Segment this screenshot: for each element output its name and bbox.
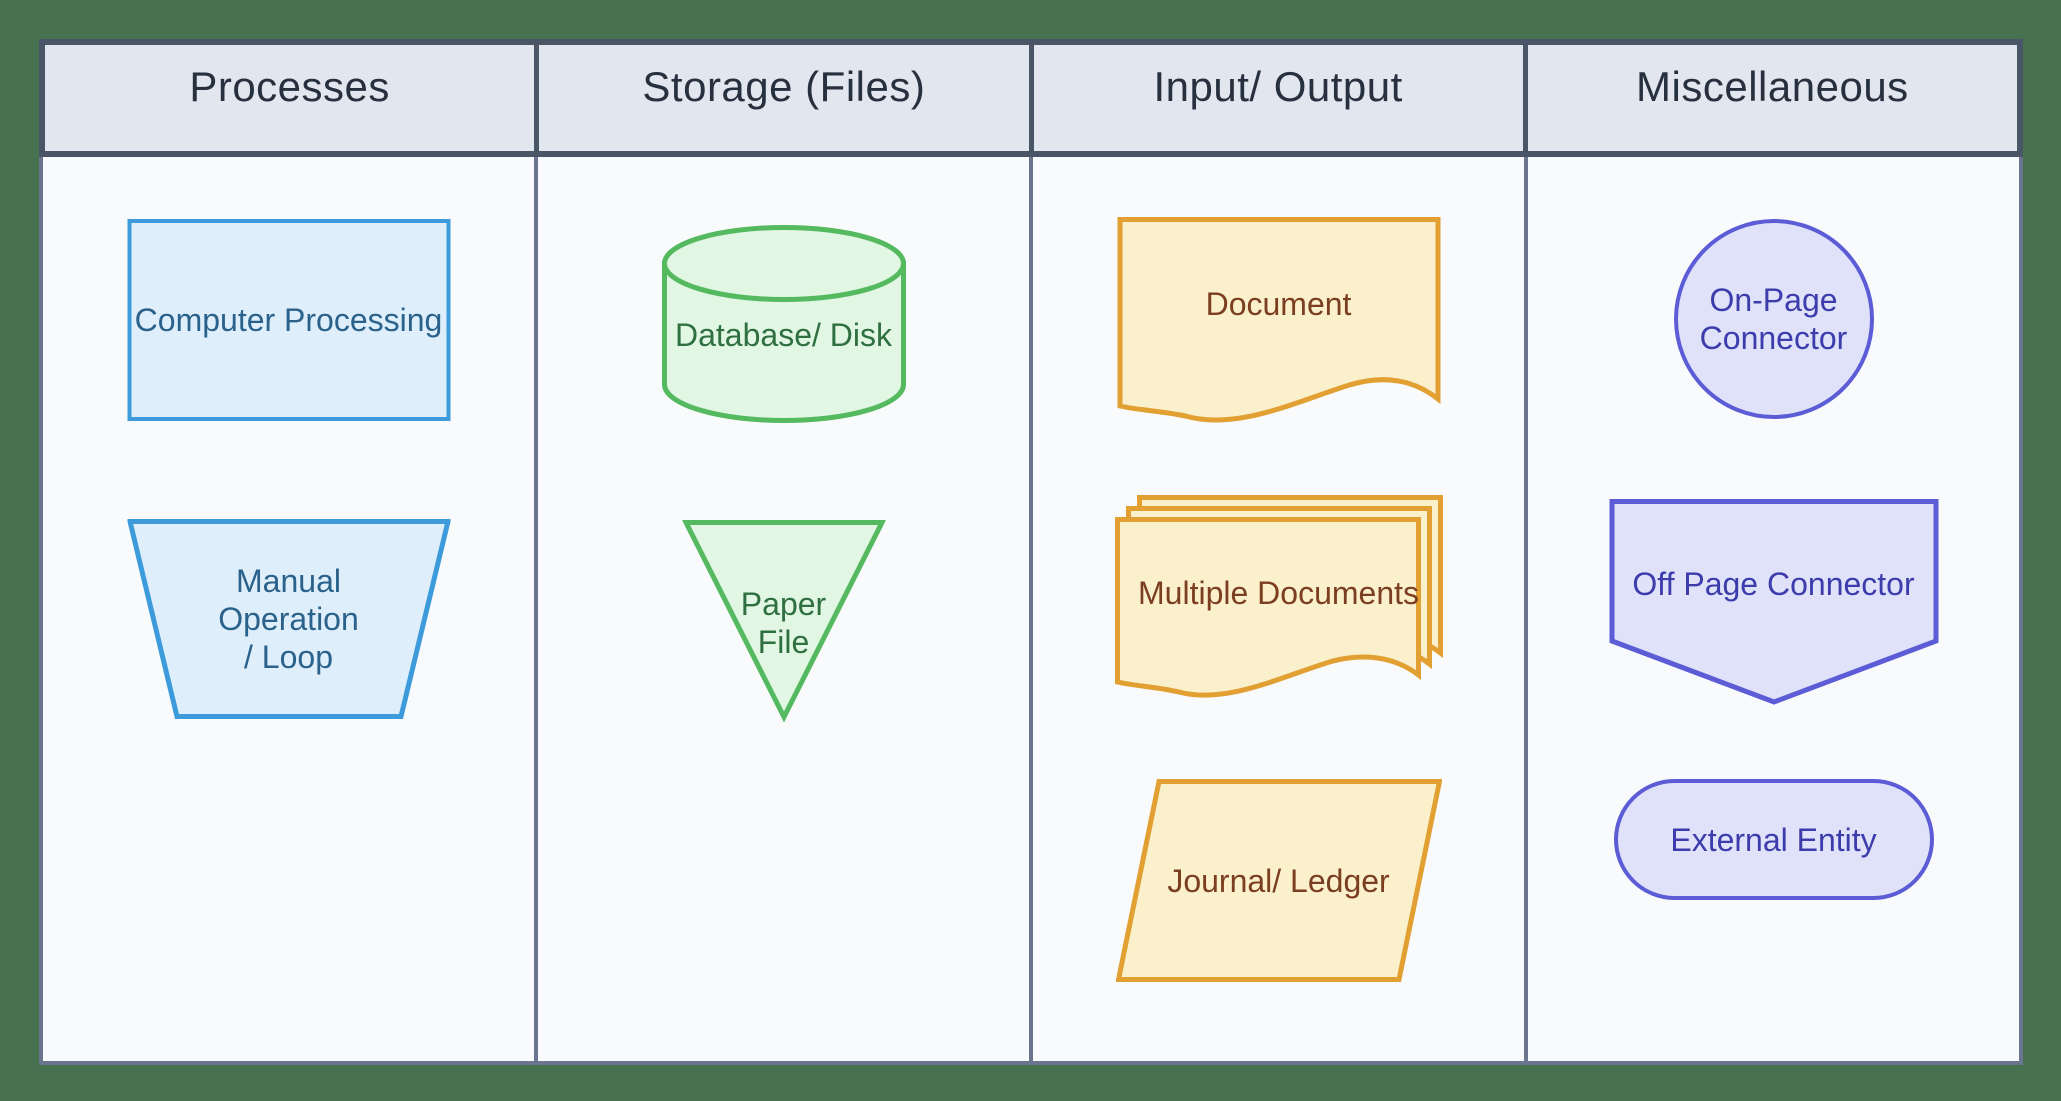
external-entity-shape: External Entity — [1613, 779, 1934, 900]
column-title: Processes — [189, 63, 390, 110]
column-title: Input/ Output — [1153, 63, 1403, 110]
column-header-miscellaneous: Miscellaneous — [1527, 45, 2017, 151]
shape-label: Computer Processing — [134, 302, 443, 338]
column-input-output: Document Multiple Documents Journal/ Led… — [1033, 157, 1528, 1061]
on-page-connector-shape: On-Page Connector — [1673, 219, 1874, 419]
paper-file-shape: Paper File — [682, 519, 885, 725]
inverted-triangle-outline — [682, 520, 885, 723]
column-header-storage: Storage (Files) — [539, 45, 1034, 151]
journal-ledger-shape: Journal/ Ledger — [1115, 779, 1442, 982]
column-processes: Computer Processing Manual Operation / L… — [43, 157, 538, 1061]
column-miscellaneous: On-Page Connector Off Page Connector Ext… — [1528, 157, 2019, 1061]
multiple-documents-outline — [1114, 495, 1443, 698]
table-header-row: Processes Storage (Files) Input/ Output … — [39, 39, 2023, 157]
column-storage: Database/ Disk Paper File — [538, 157, 1033, 1061]
column-title: Storage (Files) — [642, 63, 926, 110]
manual-operation-loop-shape: Manual Operation / Loop — [127, 519, 450, 719]
table-body-row: Computer Processing Manual Operation / L… — [39, 157, 2023, 1065]
label-line: Connector — [1699, 320, 1848, 356]
column-header-input-output: Input/ Output — [1033, 45, 1528, 151]
multiple-documents-shape: Multiple Documents — [1114, 495, 1443, 701]
shape-label: External Entity — [1670, 821, 1877, 858]
label-line: On-Page — [1709, 282, 1838, 318]
off-page-connector-outline — [1609, 499, 1938, 705]
parallelogram-outline — [1115, 779, 1442, 982]
off-page-connector-shape: Off Page Connector — [1609, 499, 1938, 705]
database-disk-shape: Database/ Disk — [661, 225, 906, 423]
document-shape: Document — [1117, 217, 1440, 425]
cylinder-outline — [661, 225, 906, 423]
document-outline — [1117, 217, 1440, 423]
flowchart-legend-table: Processes Storage (Files) Input/ Output … — [39, 39, 2023, 1065]
column-header-processes: Processes — [45, 45, 540, 151]
shape-label: On-Page Connector — [1678, 223, 1870, 415]
trapezoid-outline — [127, 519, 450, 719]
column-title: Miscellaneous — [1636, 63, 1909, 110]
computer-processing-shape: Computer Processing — [127, 219, 450, 421]
